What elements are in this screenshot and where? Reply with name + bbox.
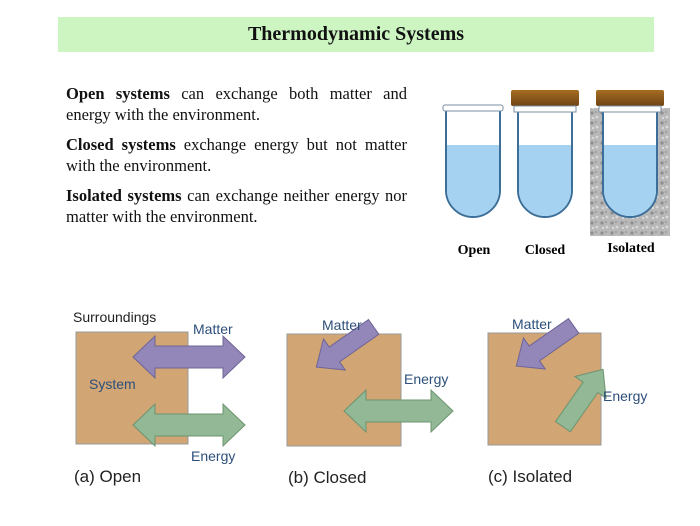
system-label: System	[89, 376, 136, 392]
closed-system-term: Closed systems	[66, 135, 176, 154]
matter-label: Matter	[512, 316, 552, 332]
tube-label-isolated: Isolated	[607, 241, 655, 256]
isolated-system-text: can exchange neither energy nor matter w…	[66, 186, 408, 226]
isolated-system-term: Isolated systems	[66, 186, 182, 205]
surroundings-label: Surroundings	[73, 309, 156, 325]
tube-open	[442, 104, 504, 218]
page-title: Thermodynamic Systems	[247, 23, 465, 45]
matter-arrow	[315, 318, 380, 371]
tube-label-closed: Closed	[525, 243, 566, 258]
caption-open: (a) Open	[74, 467, 141, 486]
title-bar: Thermodynamic Systems	[58, 17, 654, 52]
closed-system-description: Closed systems exchange energy but not m…	[66, 134, 407, 176]
caption-isolated: (c) Isolated	[488, 467, 572, 486]
matter-label: Matter	[193, 321, 233, 337]
tube-cap	[511, 90, 579, 106]
panel-isolated: Matter Energy (c) Isolated	[487, 316, 647, 486]
open-system-term: Open systems	[66, 84, 170, 103]
energy-arrow	[132, 402, 246, 448]
tube-label-open: Open	[458, 243, 491, 258]
energy-label: Energy	[404, 371, 448, 387]
matter-arrow	[515, 317, 580, 370]
energy-arrow	[554, 368, 607, 433]
energy-label: Energy	[191, 448, 235, 464]
closed-system-text: exchange energy but not matter with the …	[66, 135, 408, 175]
isolated-system-description: Isolated systems can exchange neither en…	[66, 185, 407, 227]
panel-closed: Matter Energy (b) Closed	[286, 317, 454, 487]
energy-label: Energy	[603, 388, 647, 404]
caption-closed: (b) Closed	[288, 468, 366, 487]
tube-isolated	[590, 90, 670, 236]
tube-cap	[596, 90, 664, 106]
tube-closed	[511, 90, 579, 218]
matter-label: Matter	[322, 317, 362, 333]
energy-arrow	[343, 388, 454, 434]
panel-open: Surroundings System Matter Energy (a) Op…	[73, 309, 246, 486]
open-system-description: Open systems can exchange both matter an…	[66, 83, 407, 125]
open-system-text: can exchange both matter and energy with…	[66, 84, 407, 124]
matter-arrow	[132, 334, 246, 380]
